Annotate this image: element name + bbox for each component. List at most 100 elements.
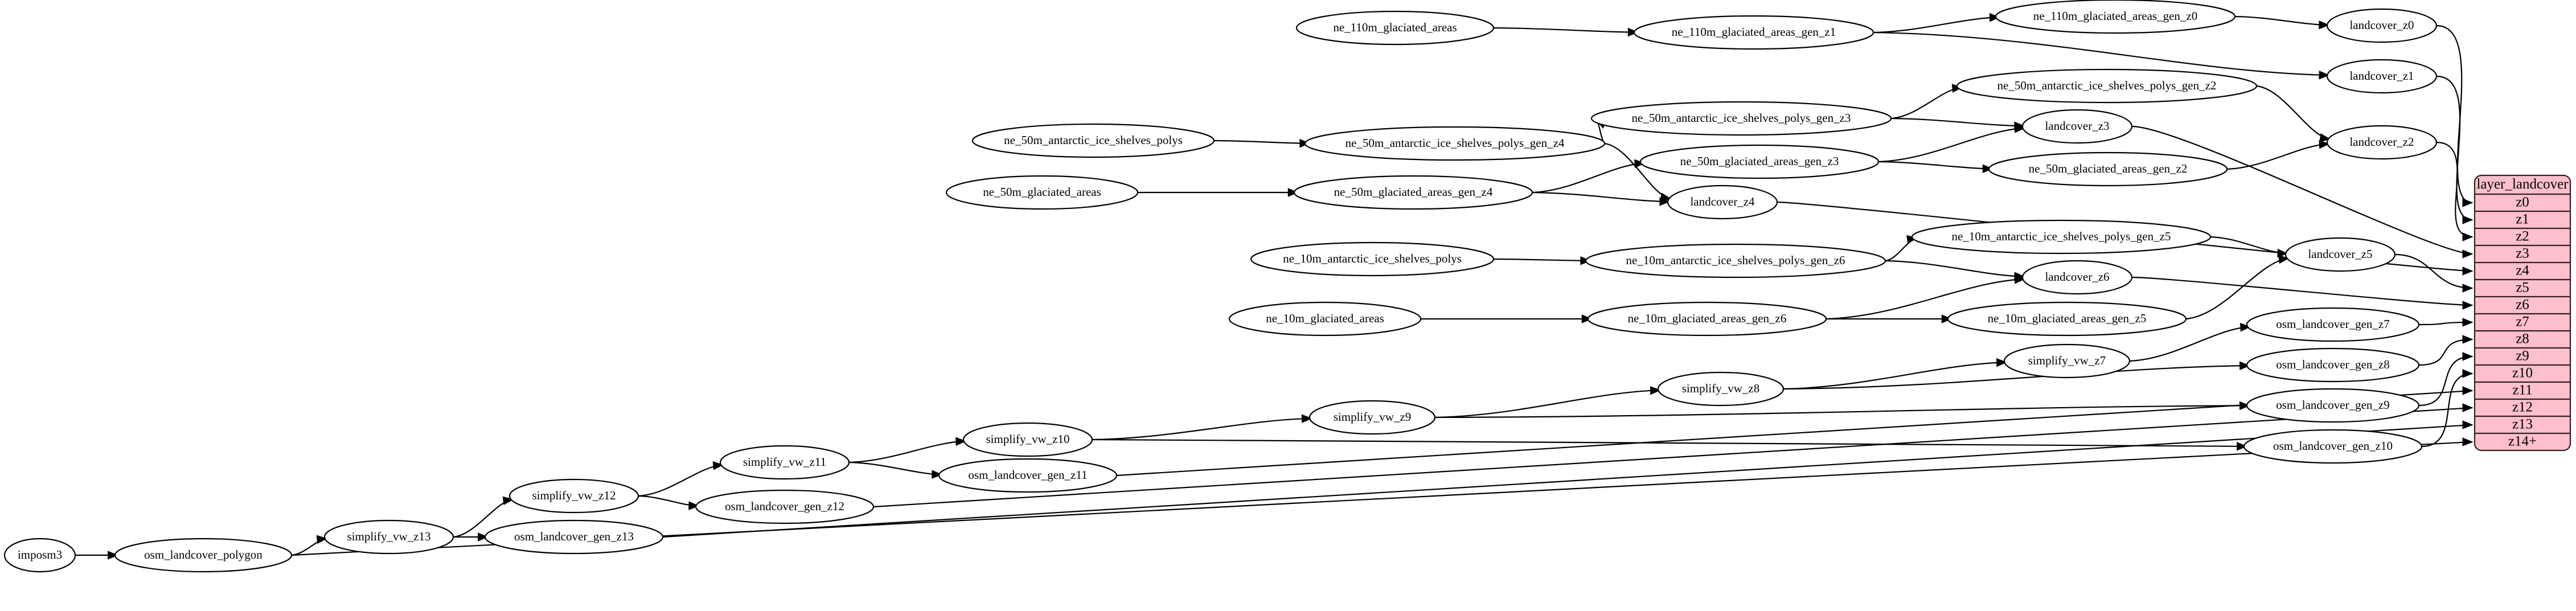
node-simplify_vw_z8[interactable]: simplify_vw_z8 — [1657, 371, 1785, 407]
node-ne_50m_antarctic_ice_shelves_polys_gen_z3[interactable]: ne_50m_antarctic_ice_shelves_polys_gen_z… — [1590, 101, 1892, 136]
node-shape — [2326, 59, 2438, 94]
node-landcover_z1[interactable]: landcover_z1 — [2326, 59, 2438, 94]
node-osm_landcover_gen_z11[interactable]: osm_landcover_gen_z11 — [938, 458, 1118, 493]
node-simplify_vw_z11[interactable]: simplify_vw_z11 — [719, 445, 850, 480]
node-shape — [1295, 10, 1495, 46]
node-simplify_vw_z13[interactable]: simplify_vw_z13 — [323, 519, 454, 555]
edge-arrowhead — [2462, 301, 2474, 310]
node-ne_50m_antarctic_ice_shelves_polys[interactable]: ne_50m_antarctic_ice_shelves_polys — [971, 123, 1215, 158]
node-shape — [945, 175, 1139, 210]
edge-path — [2234, 15, 2329, 26]
node-ne_110m_glaciated_areas_gen_z1[interactable]: ne_110m_glaciated_areas_gen_z1 — [1633, 15, 1874, 50]
edge-ne_10m_antarctic_ice_shelves_polys--ne_10m_antarctic_ice_shelves_polys_gen_z6 — [1493, 256, 1591, 265]
node-label: imposm3 — [18, 548, 62, 561]
edge-arrowhead — [2462, 386, 2474, 395]
node-landcover_z3[interactable]: landcover_z3 — [2021, 109, 2133, 144]
node-label: simplify_vw_z7 — [2028, 354, 2106, 367]
record-row-z1[interactable]: z1 — [2516, 212, 2529, 227]
node-shape — [1293, 175, 1533, 210]
record-row-z11[interactable]: z11 — [2512, 383, 2532, 398]
node-landcover_z6[interactable]: landcover_z6 — [2021, 260, 2133, 295]
node-ne_50m_glaciated_areas_gen_z4[interactable]: ne_50m_glaciated_areas_gen_z4 — [1293, 175, 1533, 210]
node-label: simplify_vw_z13 — [347, 530, 431, 543]
record-row-z5[interactable]: z5 — [2516, 280, 2529, 296]
record-row-z3[interactable]: z3 — [2516, 246, 2529, 261]
node-simplify_vw_z9[interactable]: simplify_vw_z9 — [1308, 400, 1436, 435]
node-label: landcover_z3 — [2045, 119, 2109, 133]
node-imposm3[interactable]: imposm3 — [3, 538, 76, 573]
node-landcover_z5[interactable]: landcover_z5 — [2284, 237, 2396, 272]
node-simplify_vw_z7[interactable]: simplify_vw_z7 — [2003, 343, 2131, 379]
edge-imposm3--osm_landcover_polygon — [75, 551, 118, 560]
node-osm_landcover_gen_z12[interactable]: osm_landcover_gen_z12 — [695, 489, 875, 524]
edge-arrowhead — [2462, 249, 2474, 259]
node-ne_50m_glaciated_areas_gen_z2[interactable]: ne_50m_glaciated_areas_gen_z2 — [1988, 151, 2228, 187]
record-row-z10[interactable]: z10 — [2512, 366, 2533, 381]
edge-arrowhead — [2462, 369, 2474, 378]
node-shape — [2003, 343, 2131, 379]
edge-path — [1532, 191, 1670, 203]
node-label: landcover_z0 — [2349, 18, 2414, 32]
edge-path — [2418, 355, 2473, 407]
edge-ne_110m_glaciated_areas_gen_z1--landcover_z1 — [1873, 31, 2330, 80]
node-osm_landcover_gen_z7[interactable]: osm_landcover_gen_z7 — [2246, 307, 2420, 342]
record-row-z4[interactable]: z4 — [2516, 263, 2529, 278]
node-osm_landcover_gen_z8[interactable]: osm_landcover_gen_z8 — [2246, 347, 2420, 383]
node-label: osm_landcover_gen_z10 — [2273, 439, 2393, 453]
record-row-z13[interactable]: z13 — [2512, 417, 2533, 432]
node-osm_landcover_gen_z13[interactable]: osm_landcover_gen_z13 — [484, 519, 664, 555]
record-row-z12[interactable]: z12 — [2512, 400, 2533, 415]
record-row-z2[interactable]: z2 — [2516, 229, 2529, 244]
node-label: simplify_vw_z9 — [1334, 410, 1412, 424]
node-landcover_z2[interactable]: landcover_z2 — [2326, 125, 2438, 160]
edge-ne_50m_antarctic_ice_shelves_polys_gen_z3--landcover_z3 — [1890, 117, 2025, 130]
node-ne_110m_glaciated_areas_gen_z0[interactable]: ne_110m_glaciated_areas_gen_z0 — [1995, 0, 2236, 34]
node-ne_10m_antarctic_ice_shelves_polys_gen_z5[interactable]: ne_10m_antarctic_ice_shelves_polys_gen_z… — [1911, 219, 2212, 255]
node-ne_10m_glaciated_areas[interactable]: ne_10m_glaciated_areas — [1228, 301, 1422, 337]
edge-arrowhead — [1627, 27, 1639, 37]
node-osm_landcover_gen_z9[interactable]: osm_landcover_gen_z9 — [2246, 388, 2420, 423]
node-landcover_z4[interactable]: landcover_z4 — [1667, 184, 1778, 220]
edge-ne_50m_antarctic_ice_shelves_polys_gen_z3--ne_50m_antarctic_ice_shelves_polys_gen_z2 — [1890, 84, 1963, 120]
node-osm_landcover_gen_z10[interactable]: osm_landcover_gen_z10 — [2243, 429, 2423, 464]
node-shape — [1304, 126, 1606, 161]
edge-landcover_z6--z6 — [2131, 276, 2474, 310]
edge-osm_landcover_gen_z8--z8 — [2418, 335, 2474, 366]
record-row-z9[interactable]: z9 — [2516, 348, 2529, 364]
node-ne_50m_antarctic_ice_shelves_polys_gen_z4[interactable]: ne_50m_antarctic_ice_shelves_polys_gen_z… — [1304, 126, 1606, 161]
edge-path — [1092, 417, 1312, 441]
node-ne_110m_glaciated_areas[interactable]: ne_110m_glaciated_areas — [1295, 10, 1495, 46]
node-ne_10m_glaciated_areas_gen_z6[interactable]: ne_10m_glaciated_areas_gen_z6 — [1587, 301, 1827, 337]
record-row-z14p[interactable]: z14+ — [2508, 434, 2537, 449]
node-simplify_vw_z10[interactable]: simplify_vw_z10 — [962, 422, 1093, 457]
node-label: ne_50m_antarctic_ice_shelves_polys_gen_z… — [1632, 111, 1851, 125]
node-ne_50m_antarctic_ice_shelves_polys_gen_z2[interactable]: ne_50m_antarctic_ice_shelves_polys_gen_z… — [1956, 68, 2258, 104]
node-label: ne_50m_antarctic_ice_shelves_polys — [1004, 133, 1183, 147]
edge-path — [1493, 258, 1590, 261]
node-simplify_vw_z12[interactable]: simplify_vw_z12 — [508, 478, 639, 514]
node-shape — [1956, 68, 2258, 104]
node-ne_10m_antarctic_ice_shelves_polys[interactable]: ne_10m_antarctic_ice_shelves_polys — [1250, 241, 1495, 277]
node-ne_10m_antarctic_ice_shelves_polys_gen_z6[interactable]: ne_10m_antarctic_ice_shelves_polys_gen_z… — [1585, 243, 1886, 278]
node-label: ne_110m_glaciated_areas_gen_z1 — [1672, 25, 1836, 39]
record-row-z7[interactable]: z7 — [2516, 314, 2529, 330]
node-ne_10m_glaciated_areas_gen_z5[interactable]: ne_10m_glaciated_areas_gen_z5 — [1947, 301, 2187, 337]
record-row-z6[interactable]: z6 — [2516, 297, 2529, 313]
record-row-z0[interactable]: z0 — [2516, 195, 2529, 210]
node-osm_landcover_polygon[interactable]: osm_landcover_polygon — [114, 538, 293, 573]
node-shape — [3, 538, 76, 573]
edge-arrowhead — [502, 496, 514, 505]
edge-osm_landcover_gen_z10--z10 — [2421, 369, 2474, 448]
edge-ne_110m_glaciated_areas--ne_110m_glaciated_areas_gen_z1 — [1493, 27, 1639, 37]
edge-path — [2131, 276, 2473, 306]
edge-ne_110m_glaciated_areas_gen_z0--landcover_z0 — [2234, 15, 2330, 30]
node-ne_50m_glaciated_areas[interactable]: ne_50m_glaciated_areas — [945, 175, 1139, 210]
edge-arrowhead — [688, 501, 700, 510]
edge-arrowhead — [1287, 188, 1299, 197]
node-ne_50m_glaciated_areas_gen_z3[interactable]: ne_50m_glaciated_areas_gen_z3 — [1639, 144, 1880, 179]
record-row-z8[interactable]: z8 — [2516, 331, 2529, 347]
node-label: ne_10m_antarctic_ice_shelves_polys_gen_z… — [1626, 253, 1845, 267]
edge-arrowhead — [2462, 318, 2474, 327]
node-landcover_z0[interactable]: landcover_z0 — [2326, 8, 2438, 43]
